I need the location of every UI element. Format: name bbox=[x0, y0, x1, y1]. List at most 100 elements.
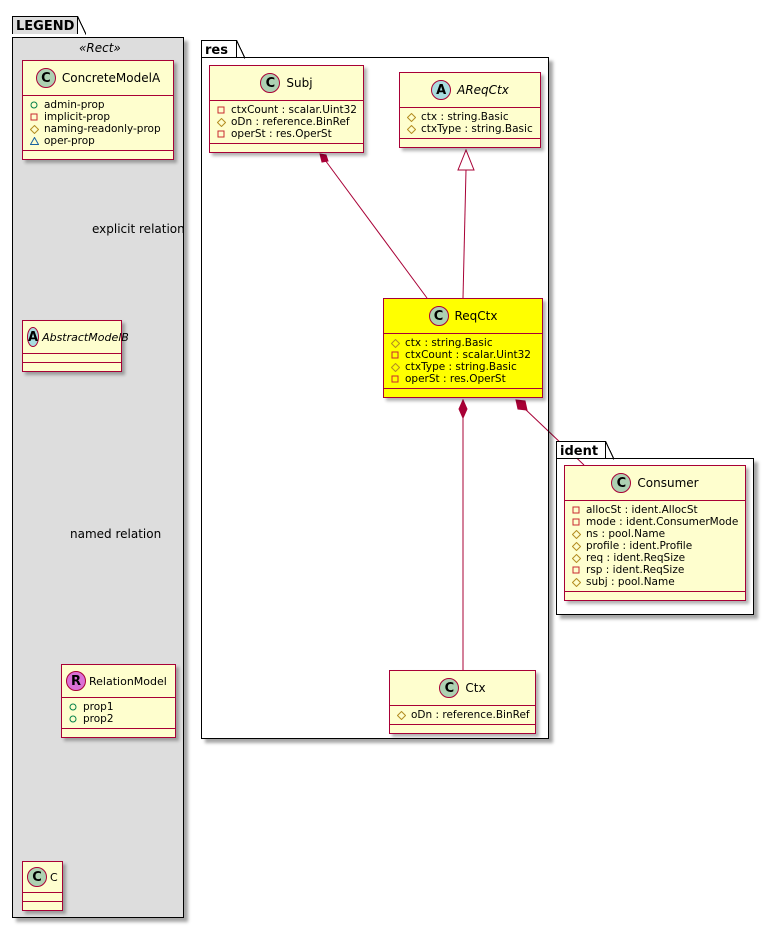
field-text: ctxCount : scalar.Uint32 bbox=[231, 104, 357, 116]
class-fields bbox=[23, 893, 62, 902]
field-row: ctxCount : scalar.Uint32 bbox=[390, 349, 536, 361]
legend-package bbox=[12, 37, 184, 918]
field-text: oper-prop bbox=[44, 135, 95, 147]
field-row: req : ident.ReqSize bbox=[571, 552, 739, 564]
field-text: profile : ident.Profile bbox=[586, 540, 693, 552]
protected-diamond-icon bbox=[571, 577, 581, 587]
class-methods bbox=[23, 902, 62, 910]
abstract-spot-icon: A bbox=[431, 80, 452, 100]
protected-diamond-icon bbox=[571, 541, 581, 551]
field-text: operSt : res.OperSt bbox=[405, 373, 506, 385]
field-text: req : ident.ReqSize bbox=[586, 552, 686, 564]
private-square-icon bbox=[390, 350, 400, 360]
field-row: profile : ident.Profile bbox=[571, 540, 739, 552]
class-header: C C bbox=[23, 862, 62, 893]
class-spot-icon: C bbox=[428, 306, 449, 326]
private-square-icon bbox=[571, 505, 581, 515]
private-square-icon bbox=[216, 129, 226, 139]
legend-package-tab: LEGEND bbox=[12, 16, 86, 35]
ident-package bbox=[556, 458, 754, 615]
class-header: A AbstractModelB bbox=[23, 321, 129, 354]
class-relation-model[interactable]: R RelationModel prop1 prop2 bbox=[61, 664, 176, 738]
field-row: ctxType : string.Basic bbox=[406, 123, 534, 135]
abstract-spot-icon: A bbox=[27, 327, 40, 347]
class-ctx[interactable]: C Ctx oDn : reference.BinRef bbox=[389, 670, 536, 734]
class-methods bbox=[62, 729, 175, 737]
areqctx-generalization-edge bbox=[462, 169, 467, 299]
class-spot-icon: C bbox=[260, 73, 281, 93]
class-header: C ReqCtx bbox=[384, 299, 542, 334]
protected-diamond-icon bbox=[390, 362, 400, 372]
class-reqctx[interactable]: C ReqCtx ctx : string.Basic ctxCount : s… bbox=[383, 298, 543, 398]
class-name: Ctx bbox=[465, 681, 486, 695]
class-methods bbox=[400, 139, 540, 147]
field-row: rsp : ident.ReqSize bbox=[571, 564, 739, 576]
res-package-tab: res bbox=[201, 40, 245, 59]
class-spot-icon: C bbox=[27, 867, 47, 887]
public-circle-icon bbox=[68, 714, 78, 724]
class-header: A AReqCtx bbox=[400, 73, 540, 108]
field-text: operSt : res.OperSt bbox=[231, 128, 332, 140]
field-text: ctxType : string.Basic bbox=[405, 361, 517, 373]
class-areqctx[interactable]: A AReqCtx ctx : string.Basic ctxType : s… bbox=[399, 72, 541, 148]
field-row: implicit-prop bbox=[29, 111, 167, 123]
protected-diamond-icon bbox=[571, 553, 581, 563]
class-name: Subj bbox=[286, 76, 313, 90]
class-fields: ctx : string.Basic ctxType : string.Basi… bbox=[400, 108, 540, 139]
public-circle-icon bbox=[29, 100, 39, 110]
class-concrete-model-a[interactable]: C ConcreteModelA admin-prop implicit-pro… bbox=[22, 60, 174, 160]
field-text: ctx : string.Basic bbox=[405, 337, 493, 349]
field-row: admin-prop bbox=[29, 99, 167, 111]
private-square-icon bbox=[390, 374, 400, 384]
generalization-triangle bbox=[457, 148, 475, 171]
field-text: subj : pool.Name bbox=[586, 576, 675, 588]
field-text: oDn : reference.BinRef bbox=[411, 709, 530, 721]
field-row: naming-readonly-prop bbox=[29, 123, 167, 135]
ident-package-tab: ident bbox=[556, 441, 614, 460]
class-spot-icon: C bbox=[35, 68, 56, 88]
class-fields bbox=[23, 354, 121, 363]
private-square-icon bbox=[571, 565, 581, 575]
field-text: mode : ident.ConsumerMode bbox=[586, 516, 739, 528]
private-square-icon bbox=[216, 105, 226, 115]
class-abstract-model-b[interactable]: A AbstractModelB bbox=[22, 320, 129, 372]
class-methods bbox=[23, 363, 121, 371]
class-methods bbox=[23, 151, 173, 159]
class-name: C bbox=[50, 870, 58, 884]
field-text: prop1 bbox=[83, 701, 114, 713]
field-text: oDn : reference.BinRef bbox=[231, 116, 350, 128]
class-methods bbox=[390, 725, 535, 733]
class-fields: admin-prop implicit-prop naming-readonly… bbox=[23, 96, 173, 151]
reqctx-consumer-composition-diamond bbox=[515, 399, 528, 411]
res-package bbox=[201, 57, 549, 739]
field-row: ctxCount : scalar.Uint32 bbox=[216, 104, 357, 116]
class-name: AReqCtx bbox=[457, 83, 509, 97]
field-text: ctxCount : scalar.Uint32 bbox=[405, 349, 531, 361]
relation-spot-icon: R bbox=[66, 671, 86, 691]
field-row: subj : pool.Name bbox=[571, 576, 739, 588]
class-subj[interactable]: C Subj ctxCount : scalar.Uint32 oDn : re… bbox=[209, 65, 364, 153]
class-consumer[interactable]: C Consumer allocSt : ident.AllocSt mode … bbox=[564, 465, 746, 601]
class-header: C Subj bbox=[210, 66, 363, 101]
field-row: allocSt : ident.AllocSt bbox=[571, 504, 739, 516]
class-name: ReqCtx bbox=[454, 309, 498, 323]
field-row: prop2 bbox=[68, 713, 169, 725]
field-row: oper-prop bbox=[29, 135, 167, 147]
class-name: RelationModel bbox=[89, 674, 167, 688]
class-methods bbox=[210, 144, 363, 152]
field-text: naming-readonly-prop bbox=[44, 123, 161, 135]
class-name: Consumer bbox=[637, 476, 699, 490]
protected-diamond-icon bbox=[571, 529, 581, 539]
field-text: allocSt : ident.AllocSt bbox=[586, 504, 698, 516]
reqctx-ctx-composition-diamond bbox=[458, 398, 468, 420]
field-row: operSt : res.OperSt bbox=[390, 373, 536, 385]
class-header: C Consumer bbox=[565, 466, 745, 501]
field-row: ns : pool.Name bbox=[571, 528, 739, 540]
class-header: C ConcreteModelA bbox=[23, 61, 173, 96]
field-row: oDn : reference.BinRef bbox=[216, 116, 357, 128]
class-name: AbstractModelB bbox=[42, 330, 129, 344]
class-c[interactable]: C C bbox=[22, 861, 63, 911]
field-text: ns : pool.Name bbox=[586, 528, 666, 540]
named-relation-label: named relation bbox=[70, 527, 162, 541]
class-fields: ctxCount : scalar.Uint32 oDn : reference… bbox=[210, 101, 363, 144]
